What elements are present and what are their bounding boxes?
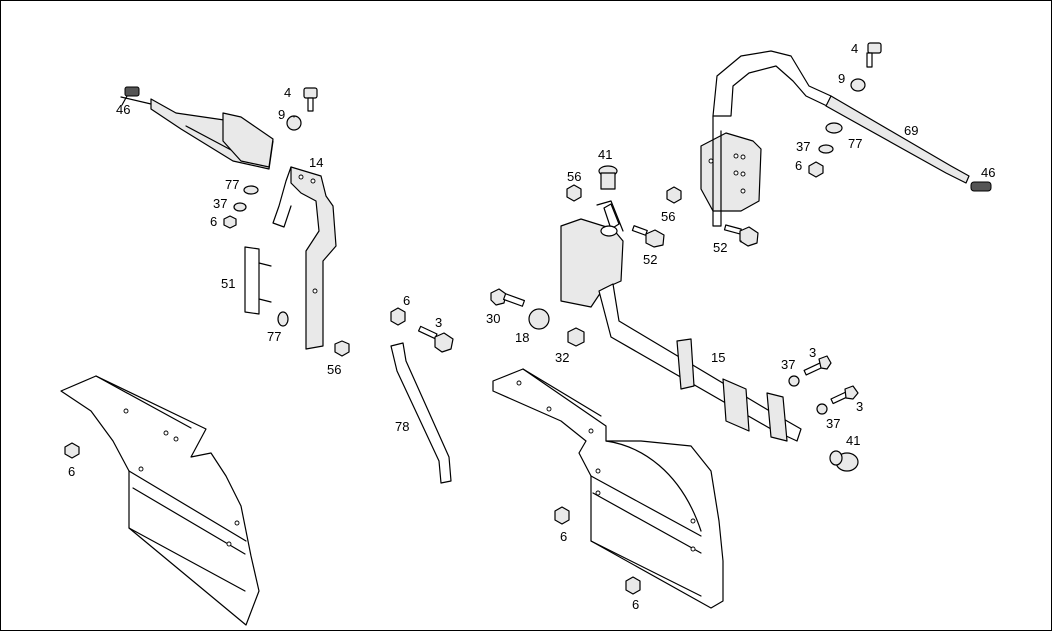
callout-18: 18 xyxy=(515,330,529,345)
left-mudguard xyxy=(60,375,260,626)
right-nut-56a xyxy=(566,184,582,202)
callout-14: 14 xyxy=(309,155,323,170)
left-nut-56 xyxy=(334,340,350,357)
right-upper-hanger xyxy=(700,50,837,227)
right-screw-46 xyxy=(970,181,992,192)
left-washer-37 xyxy=(233,202,247,212)
right-bushing-18 xyxy=(528,308,550,330)
callout-4-left: 4 xyxy=(284,85,291,100)
left-support-arm xyxy=(120,96,274,170)
right-bolt-52a xyxy=(631,225,665,248)
callout-4-right: 4 xyxy=(851,41,858,56)
right-bolt-52b xyxy=(723,224,759,247)
callout-78: 78 xyxy=(395,419,409,434)
callout-69: 69 xyxy=(904,123,918,138)
callout-77-left: 77 xyxy=(225,177,239,192)
left-bolt-4 xyxy=(303,87,318,112)
left-plate-51 xyxy=(244,246,272,315)
left-washer-9 xyxy=(286,115,302,131)
callout-56-right-b: 56 xyxy=(661,209,675,224)
right-nut-6c xyxy=(808,161,824,178)
callout-15: 15 xyxy=(711,350,725,365)
callout-3-right-b: 3 xyxy=(856,399,863,414)
callout-46-left: 46 xyxy=(116,102,130,117)
callout-3-right-a: 3 xyxy=(809,345,816,360)
mid-bolt-3 xyxy=(417,325,454,353)
leader-lines xyxy=(121,95,742,243)
callout-6-bottom: 6 xyxy=(632,597,639,612)
callout-30: 30 xyxy=(486,311,500,326)
right-washer-37b xyxy=(816,403,828,415)
right-bar-15 xyxy=(598,283,802,442)
left-screw-46 xyxy=(124,86,140,97)
callout-41-bottom: 41 xyxy=(846,433,860,448)
left-washer-77b xyxy=(277,311,289,327)
right-nut-32 xyxy=(567,327,585,347)
right-bolt-3a xyxy=(803,355,832,376)
callout-6-right-mudguard: 6 xyxy=(560,529,567,544)
callout-labels: 46 4 9 14 77 37 6 51 77 56 6 3 78 30 18 … xyxy=(68,41,995,612)
right-bolt-4 xyxy=(866,42,882,68)
callout-37-right-c: 37 xyxy=(796,139,810,154)
callout-56-right-a: 56 xyxy=(567,169,581,184)
mid-nut-6 xyxy=(390,307,406,326)
right-bolt-30 xyxy=(490,288,526,307)
right-hanger-bracket xyxy=(560,200,624,308)
callout-9-right: 9 xyxy=(838,71,845,86)
callout-37-right-a: 37 xyxy=(781,357,795,372)
right-nut-56b xyxy=(666,186,682,204)
right-bolt-3b xyxy=(830,385,859,405)
left-washer-77 xyxy=(243,185,259,195)
right-nut-6d xyxy=(554,506,570,525)
callout-56-left: 56 xyxy=(327,362,341,377)
callout-52-left: 52 xyxy=(643,252,657,267)
callout-37-right-b: 37 xyxy=(826,416,840,431)
callout-51: 51 xyxy=(221,276,235,291)
strap-78 xyxy=(390,342,452,484)
right-mudguard xyxy=(492,368,724,609)
callout-32: 32 xyxy=(555,350,569,365)
callout-37-left: 37 xyxy=(213,196,227,211)
callout-6-mid: 6 xyxy=(403,293,410,308)
callout-6-left-mudguard: 6 xyxy=(68,464,75,479)
right-washer-9 xyxy=(850,78,866,92)
left-nut-6 xyxy=(223,215,237,229)
callout-77-left-lower: 77 xyxy=(267,329,281,344)
callout-52-right: 52 xyxy=(713,240,727,255)
right-washer-37c xyxy=(818,144,834,154)
callout-9-left: 9 xyxy=(278,107,285,122)
right-washer-37a xyxy=(788,375,800,387)
right-plug-41a xyxy=(598,165,618,190)
callout-46-right: 46 xyxy=(981,165,995,180)
left-bracket-14 xyxy=(272,166,337,350)
left-nut-6b xyxy=(64,442,80,459)
right-washer-77 xyxy=(825,122,843,134)
right-support-arm-69 xyxy=(825,95,970,184)
callout-77-right: 77 xyxy=(848,136,862,151)
callout-6-right-upper: 6 xyxy=(795,158,802,173)
right-nut-6e xyxy=(625,576,641,595)
callout-41-top: 41 xyxy=(598,147,612,162)
callout-3-mid: 3 xyxy=(435,315,442,330)
right-plug-41b xyxy=(829,450,859,472)
callout-6-left: 6 xyxy=(210,214,217,229)
